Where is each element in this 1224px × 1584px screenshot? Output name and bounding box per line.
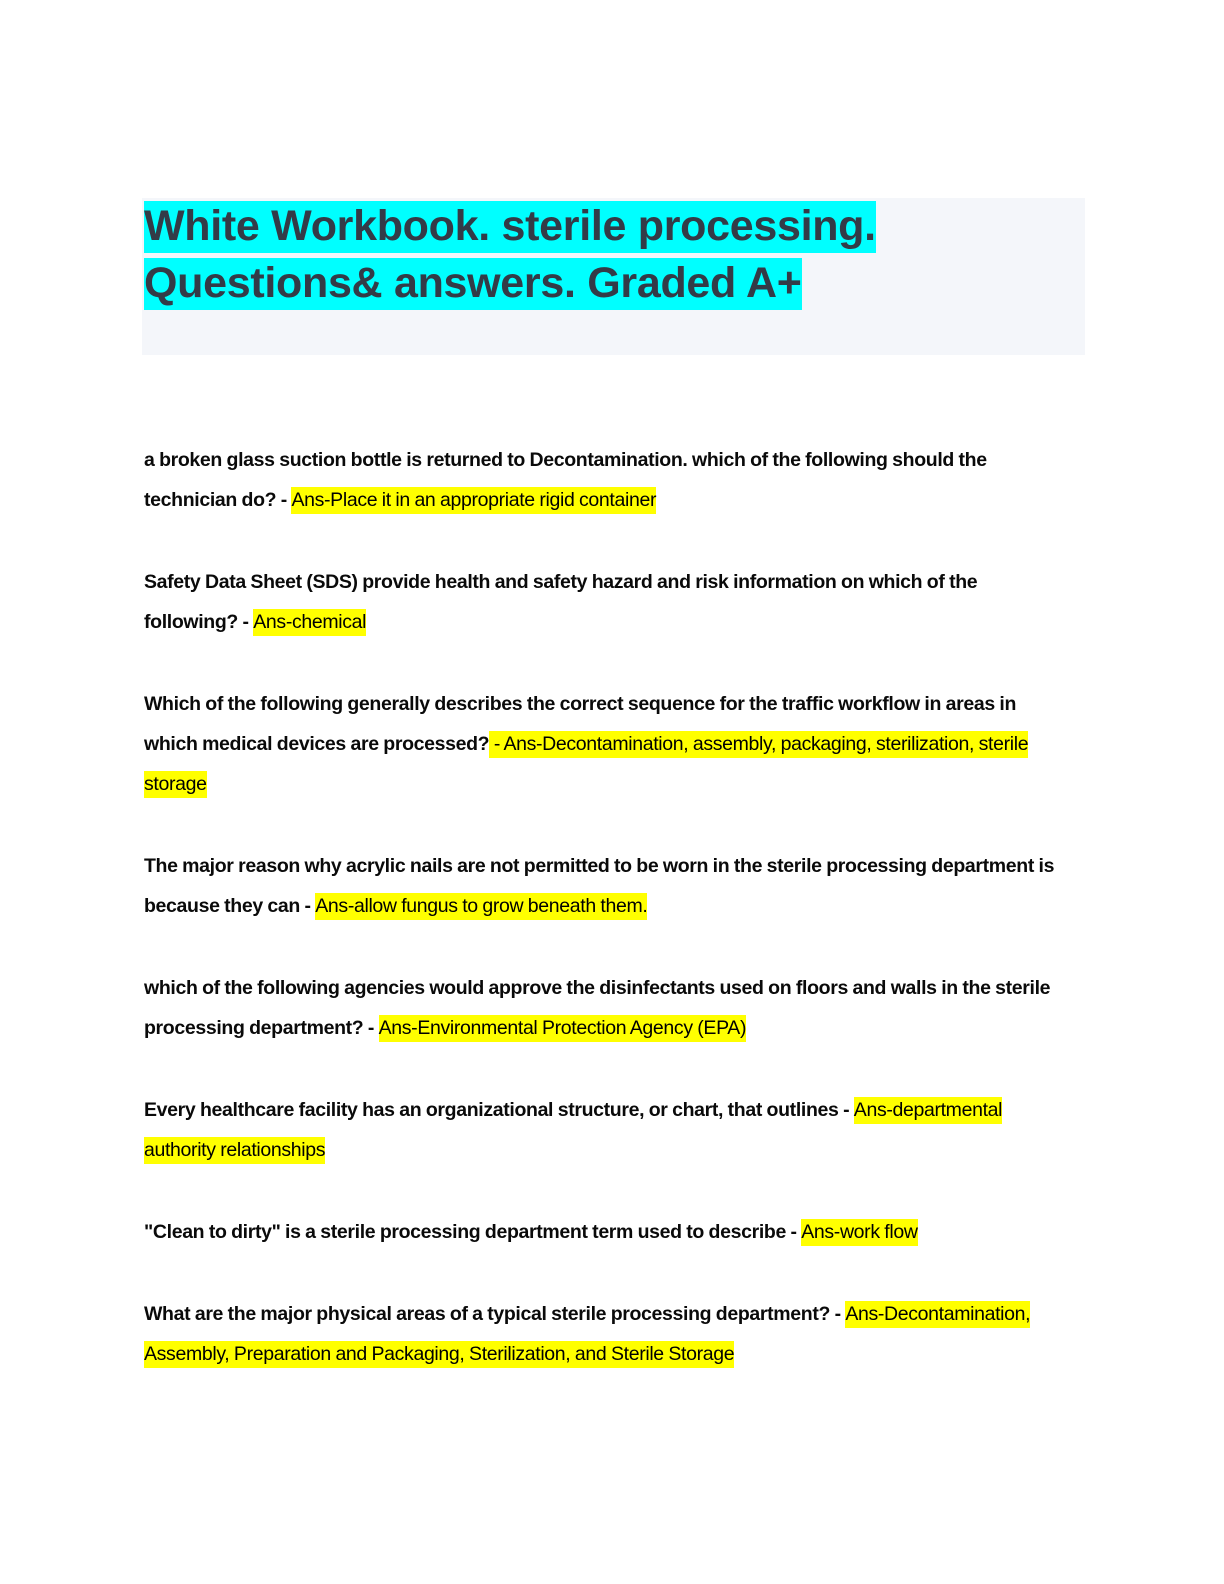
question-text: The major reason why acrylic nails are n…: [144, 855, 1055, 917]
question-text: "Clean to dirty" is a sterile processing…: [144, 1221, 802, 1243]
answer-text: Ans-Environmental Protection Agency (EPA…: [378, 1015, 746, 1042]
answer-text: Ans-allow fungus to grow beneath them.: [315, 893, 648, 920]
question-text: Safety Data Sheet (SDS) provide health a…: [144, 571, 978, 633]
qa-item: What are the major physical areas of a t…: [144, 1294, 1069, 1374]
question-text: a broken glass suction bottle is returne…: [144, 449, 987, 511]
question-text: Every healthcare facility has an organiz…: [144, 1099, 854, 1121]
answer-text: Ans-work flow: [801, 1219, 918, 1246]
qa-item: a broken glass suction bottle is returne…: [144, 440, 1069, 520]
qa-item: which of the following agencies would ap…: [144, 968, 1069, 1048]
question-text: What are the major physical areas of a t…: [144, 1303, 846, 1325]
answer-text: Ans-Place it in an appropriate rigid con…: [291, 487, 656, 514]
qa-list: a broken glass suction bottle is returne…: [144, 440, 1069, 1374]
qa-item: Every healthcare facility has an organiz…: [144, 1090, 1069, 1170]
page-title-line-2: Questions& answers. Graded A+: [144, 258, 802, 310]
question-text: Which of the following generally describ…: [144, 693, 1017, 755]
page-title: White Workbook. sterile processing.Quest…: [144, 198, 1094, 312]
question-text: which of the following agencies would ap…: [144, 977, 1051, 1039]
qa-item: Which of the following generally describ…: [144, 684, 1069, 804]
qa-item: The major reason why acrylic nails are n…: [144, 846, 1069, 926]
qa-item: Safety Data Sheet (SDS) provide health a…: [144, 562, 1069, 642]
answer-text: Ans-chemical: [253, 609, 366, 636]
qa-item: "Clean to dirty" is a sterile processing…: [144, 1212, 1069, 1252]
page-title-line-1: White Workbook. sterile processing.: [144, 201, 876, 253]
